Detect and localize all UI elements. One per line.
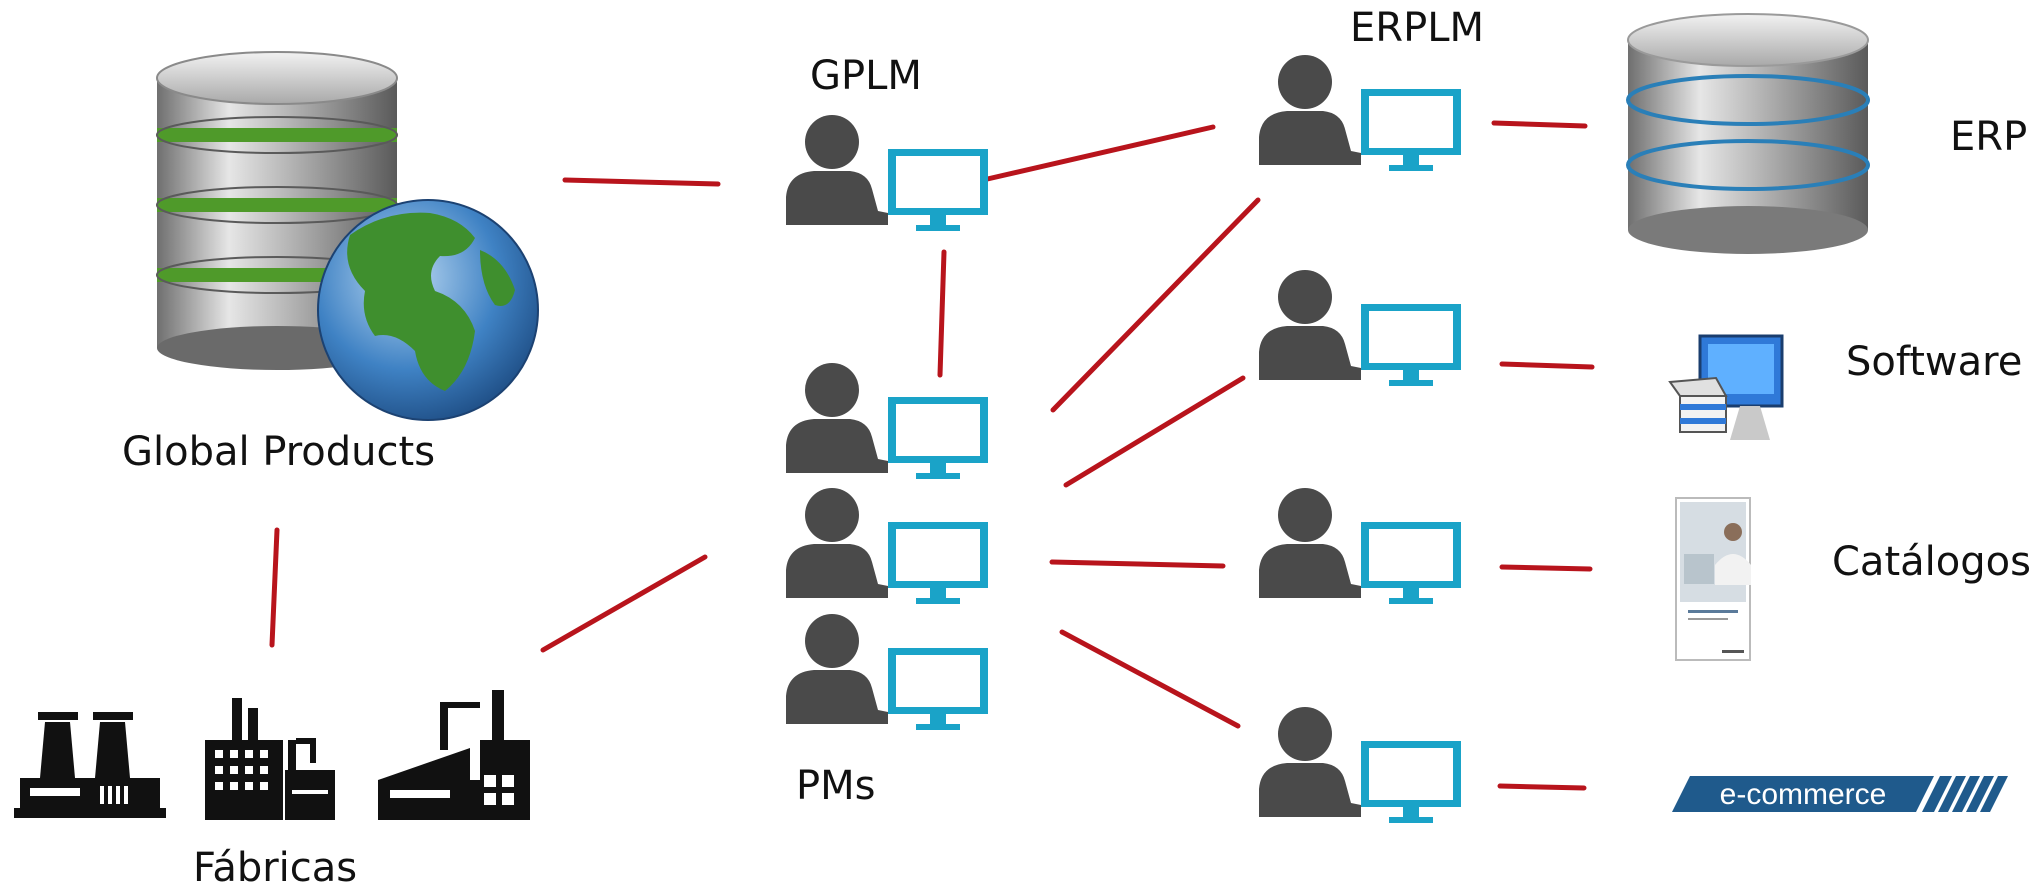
connector-gplm-to-erplm <box>980 124 1216 183</box>
person-icon <box>786 363 888 473</box>
globe-icon <box>317 199 539 421</box>
monitor-icon <box>888 648 988 730</box>
connector-global-to-gplm <box>562 177 721 187</box>
monitor-icon <box>1361 741 1461 823</box>
person-icon <box>1259 488 1361 598</box>
ecommerce-logo-icon: e-commerce <box>1672 776 2008 812</box>
factory-buildings <box>205 698 335 820</box>
erplm-user-icon <box>1259 55 1461 171</box>
connector-software-user-to-software <box>1499 361 1595 370</box>
person-icon <box>1259 55 1361 165</box>
connector-ecommerce-user-to-ecommerce <box>1497 783 1587 791</box>
connector-pms-to-software-user <box>1063 375 1246 488</box>
monitor-icon <box>888 149 988 231</box>
person-icon <box>1259 707 1361 817</box>
monitor-icon <box>888 522 988 604</box>
catalogos-label: Catálogos <box>1832 539 2031 585</box>
pm-user-3-icon <box>786 614 988 730</box>
monitor-icon <box>1361 89 1461 171</box>
connector-erplm-to-erp <box>1491 120 1588 129</box>
connector-fabricas-to-pms <box>540 554 708 653</box>
factory-icon <box>14 690 530 820</box>
connector-lines <box>269 120 1595 791</box>
pms-label: PMs <box>796 763 876 809</box>
software-user-icon <box>1259 270 1461 386</box>
connector-gplm-to-pms <box>937 249 947 378</box>
pm-user-1-icon <box>786 363 988 479</box>
catalog-icon <box>1675 497 1751 661</box>
person-computer-icons <box>786 55 1461 823</box>
global-products-label: Global Products <box>122 429 436 475</box>
monitor-icon <box>1361 304 1461 386</box>
ecommerce-label: e-commerce <box>1720 778 1887 811</box>
connector-global-to-fabricas <box>269 527 280 648</box>
connector-catalog-user-to-catalogos <box>1499 564 1593 572</box>
erp-database-icon <box>1626 13 1870 254</box>
monitor-icon <box>888 397 988 479</box>
factory-plant <box>378 690 530 820</box>
connector-pms-to-catalog-user <box>1049 559 1226 569</box>
gplm-label: GPLM <box>810 53 922 99</box>
erplm-label: ERPLM <box>1350 5 1484 51</box>
database-globe-icon <box>156 51 539 421</box>
gplm-user-icon <box>786 115 988 231</box>
fabricas-label: Fábricas <box>193 845 358 891</box>
connector-pms-to-erplm <box>1050 197 1261 413</box>
monitor-icon <box>1361 522 1461 604</box>
person-icon <box>1259 270 1361 380</box>
ecommerce-user-icon <box>1259 707 1461 823</box>
software-box-icon <box>1668 334 1784 440</box>
connector-pms-to-ecommerce-user <box>1059 629 1241 729</box>
factory-cooling-towers <box>14 712 166 818</box>
erp-label: ERP <box>1950 114 2028 160</box>
person-icon <box>786 115 888 225</box>
pm-user-2-icon <box>786 488 988 604</box>
person-icon <box>786 614 888 724</box>
software-label: Software <box>1846 339 2023 385</box>
catalog-user-icon <box>1259 488 1461 604</box>
person-icon <box>786 488 888 598</box>
